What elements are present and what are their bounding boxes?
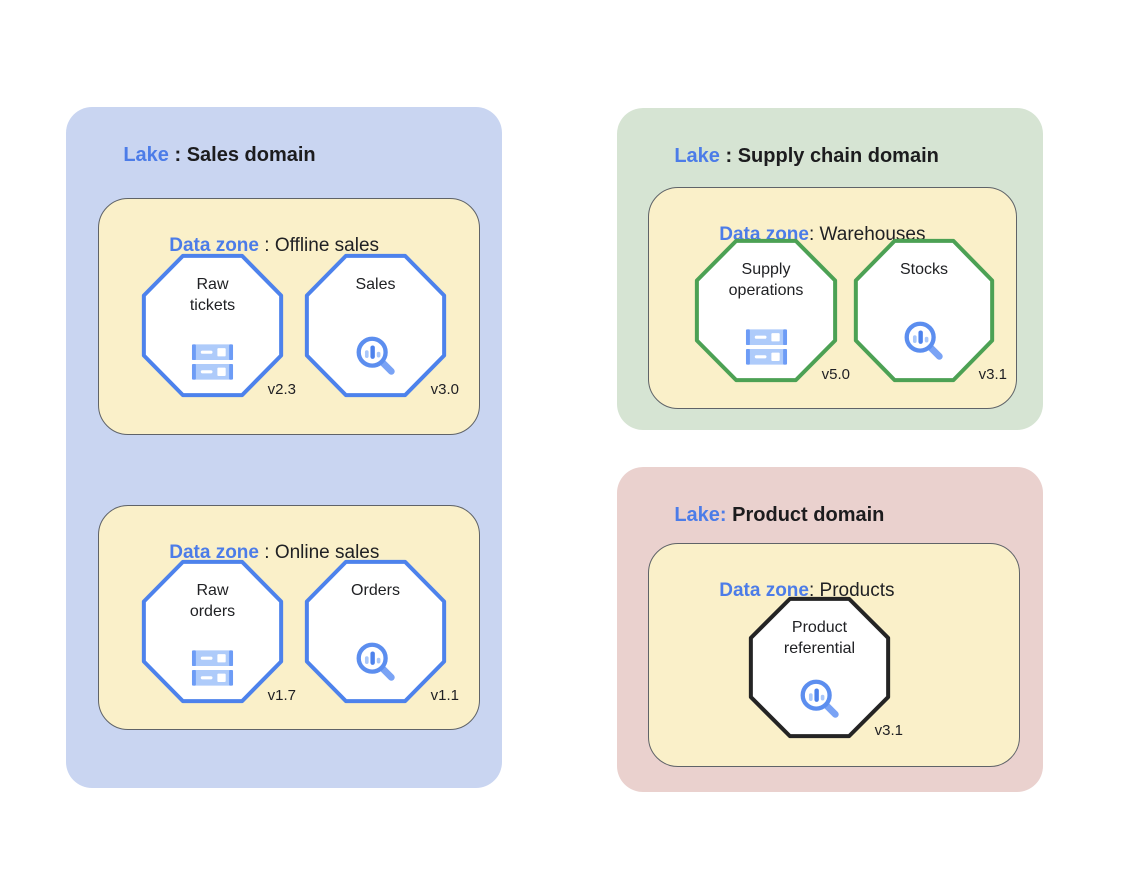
asset-raw-tickets: Raw tickets v2.3 [141, 253, 296, 398]
zone-label-rest: : Offline sales [258, 235, 380, 256]
zone-products: Data zone: Products Product referential … [648, 543, 1020, 767]
asset-version: v3.0 [430, 381, 459, 398]
asset-stocks: Stocks v3.1 [853, 238, 1007, 383]
zone-online-sales-label: Data zone : Online sales [127, 520, 379, 586]
lake-label-accent: Lake [674, 145, 720, 167]
asset-name: Supply operations [728, 261, 804, 299]
asset-name: Product referential [783, 619, 856, 657]
zone-products-label: Data zone: Products [677, 558, 895, 624]
asset-version: v2.3 [267, 381, 296, 398]
storage-icon [694, 328, 838, 366]
lake-product-domain-label: Lake: Product domain [641, 481, 884, 550]
storage-icon [141, 649, 284, 687]
zone-label-accent: Data zone [169, 542, 259, 563]
search-insights-icon [304, 333, 447, 381]
asset-product-referential: Product referential v3.1 [748, 596, 903, 739]
octagon-shape [304, 559, 447, 704]
zone-warehouses: Data zone: Warehouses Supply operations … [648, 187, 1017, 409]
zone-label-rest: : Products [808, 580, 895, 601]
asset-name: Sales [355, 276, 396, 293]
lake-label-rest: : Sales domain [168, 144, 316, 166]
lake-supply-chain-domain-label: Lake : Supply chain domain [641, 122, 939, 191]
asset-version: v1.1 [430, 687, 459, 704]
lake-label-accent: Lake: [674, 504, 727, 526]
octagon-shape [694, 238, 838, 383]
lake-sales-domain-label: Lake : Sales domain [90, 121, 316, 190]
zone-label-rest: : Online sales [258, 542, 380, 563]
octagon-shape [748, 596, 891, 739]
asset-name: Raw orders [189, 582, 236, 620]
asset-name: Stocks [899, 261, 948, 278]
lake-label-rest: Product domain [726, 504, 885, 526]
lake-label-rest: : Supply chain domain [719, 145, 939, 167]
asset-sales: Sales v3.0 [304, 253, 459, 398]
asset-supply-operations: Supply operations v5.0 [694, 238, 850, 383]
asset-version: v3.1 [874, 722, 903, 739]
lake-label-accent: Lake [123, 144, 169, 166]
zone-offline-sales: Data zone : Offline sales Raw tickets v2… [98, 198, 480, 435]
octagon-shape [141, 253, 284, 398]
search-insights-icon [853, 318, 995, 366]
lake-product-domain: Lake: Product domain Data zone: Products… [617, 467, 1043, 792]
asset-version: v3.1 [978, 366, 1007, 383]
zone-online-sales: Data zone : Online sales Raw orders v1.7… [98, 505, 480, 730]
zone-label-accent: Data zone [719, 580, 809, 601]
search-insights-icon [748, 676, 891, 724]
lake-supply-chain-domain: Lake : Supply chain domain Data zone: Wa… [617, 108, 1043, 430]
lake-sales-domain: Lake : Sales domain Data zone : Offline … [66, 107, 502, 788]
storage-icon [141, 343, 284, 381]
octagon-shape [853, 238, 995, 383]
asset-name: Orders [351, 582, 400, 599]
octagon-shape [304, 253, 447, 398]
zone-offline-sales-label: Data zone : Offline sales [127, 213, 379, 279]
octagon-shape [141, 559, 284, 704]
asset-raw-orders: Raw orders v1.7 [141, 559, 296, 704]
zone-label-accent: Data zone [169, 235, 259, 256]
search-insights-icon [304, 639, 447, 687]
asset-version: v5.0 [821, 366, 850, 383]
asset-name: Raw tickets [189, 276, 236, 314]
asset-version: v1.7 [267, 687, 296, 704]
asset-orders: Orders v1.1 [304, 559, 459, 704]
